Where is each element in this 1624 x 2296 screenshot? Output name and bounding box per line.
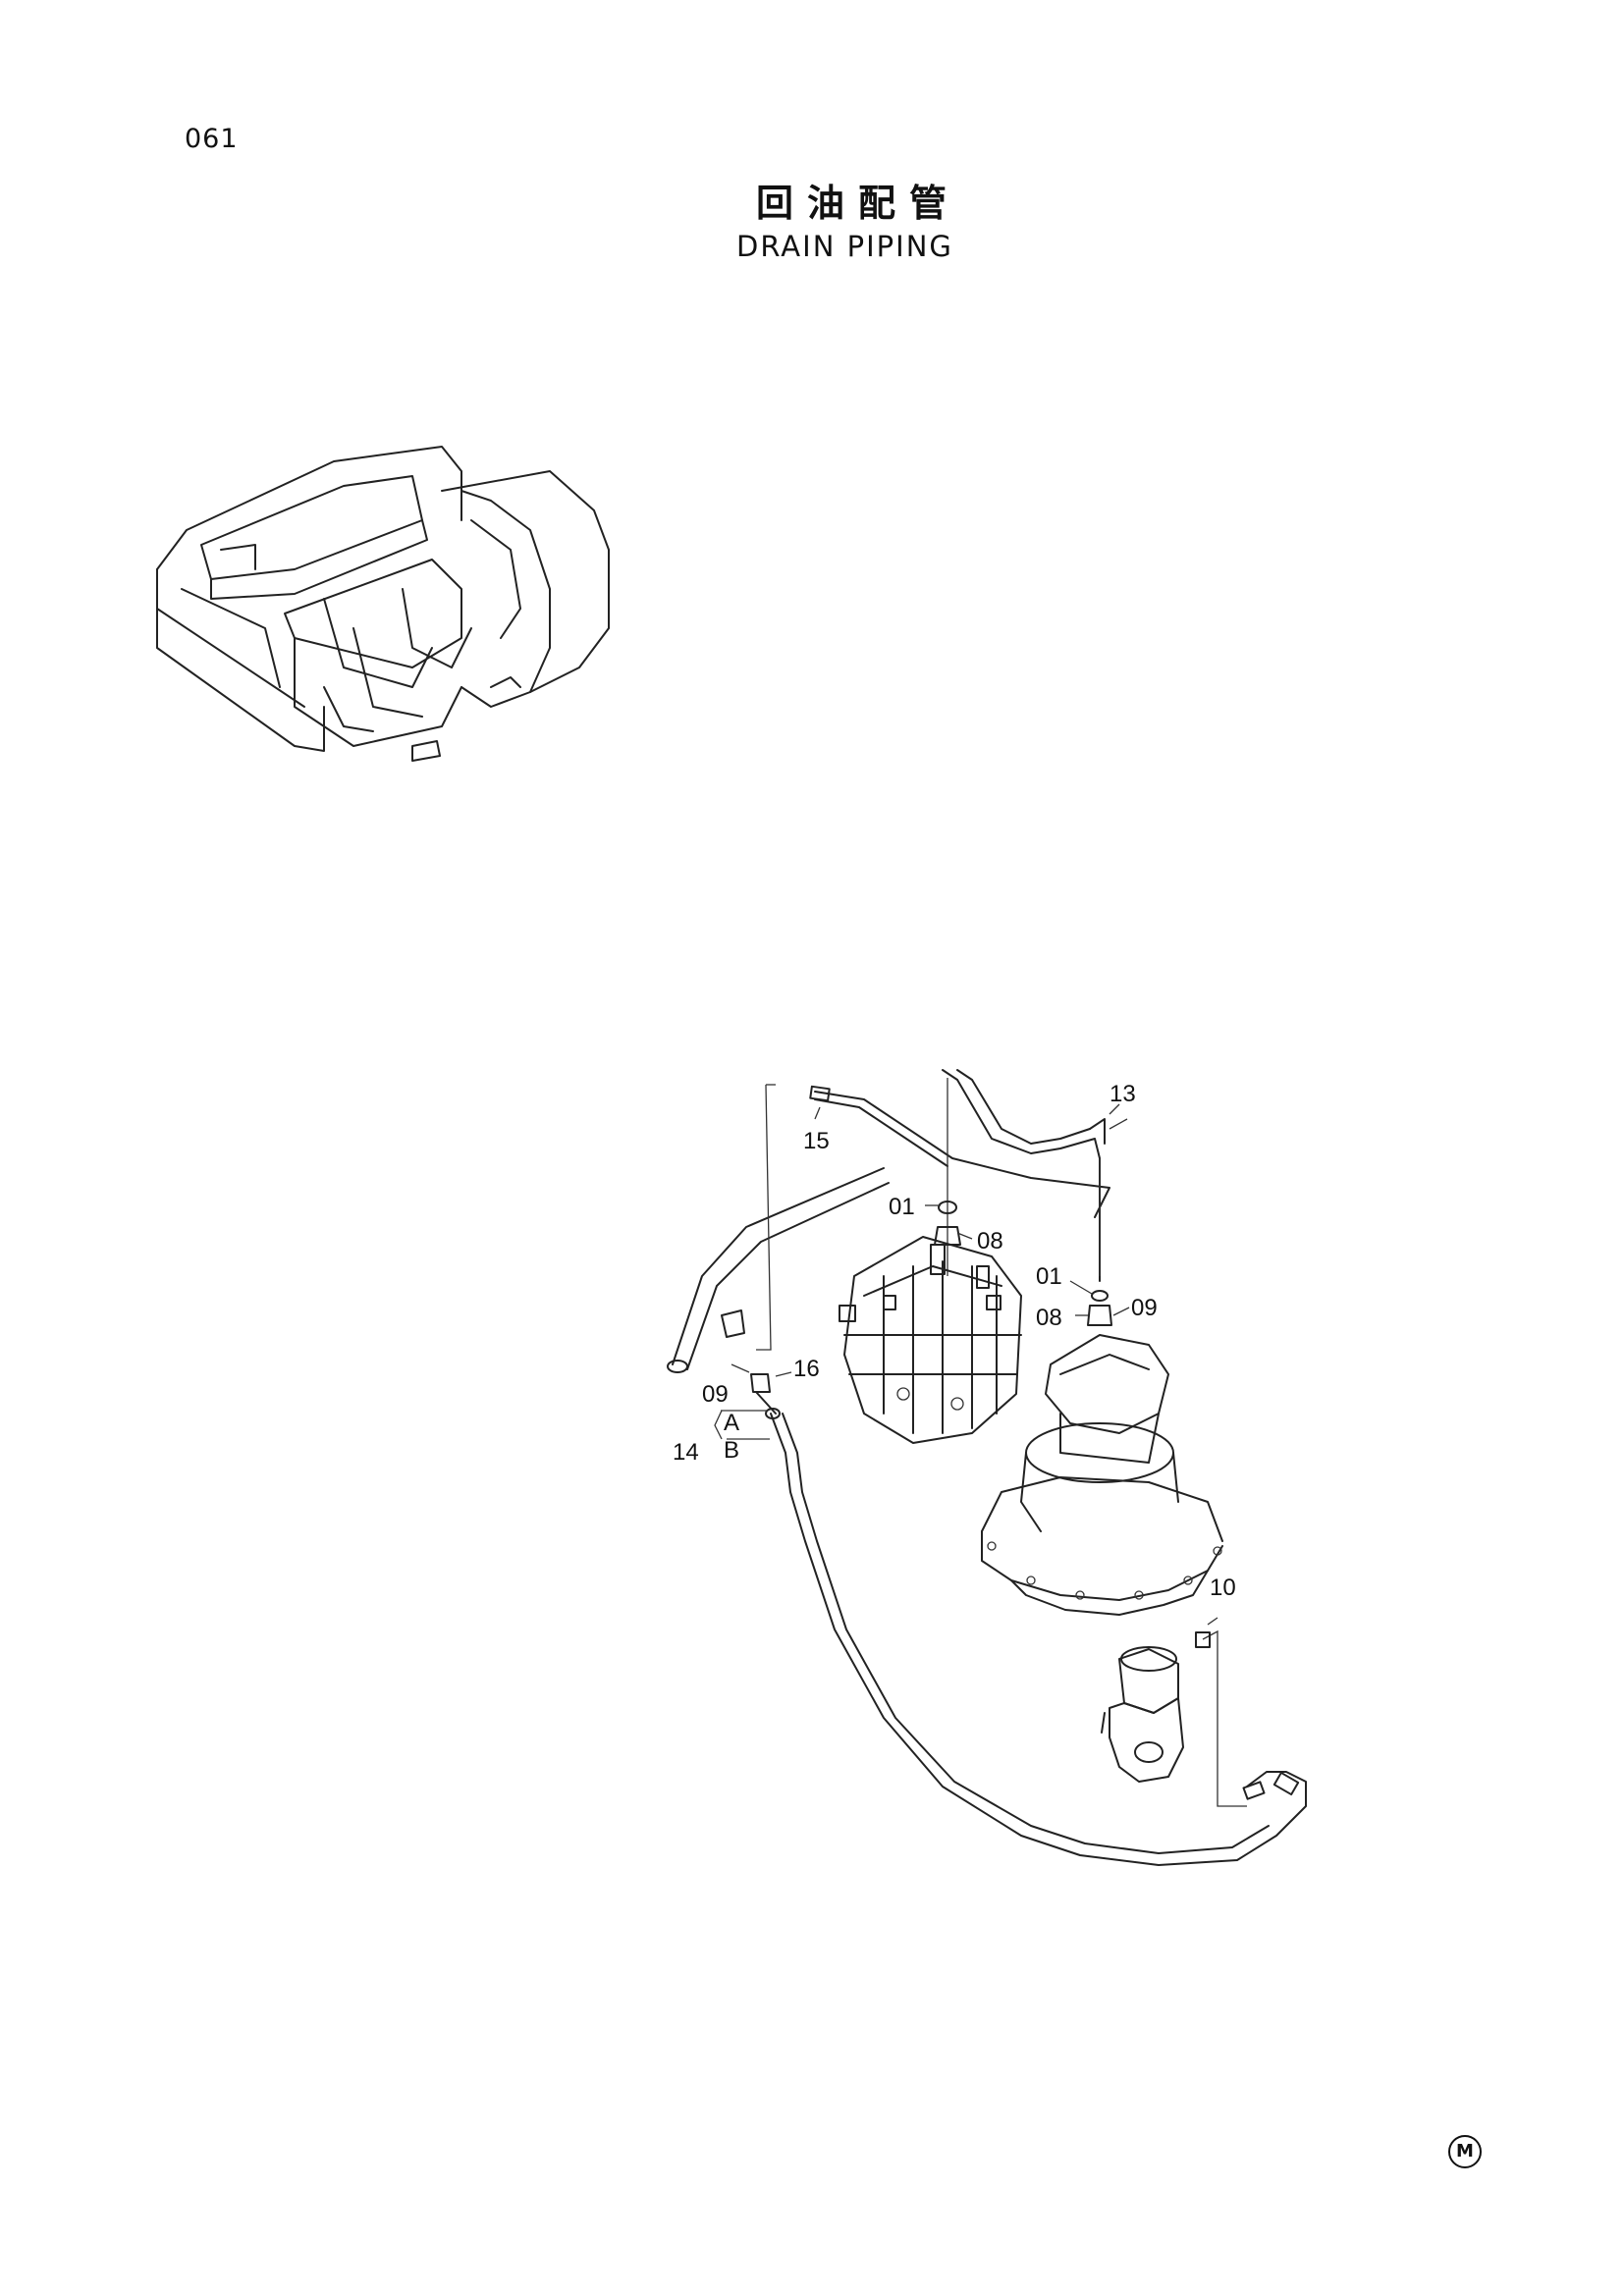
callout-15: 15 bbox=[803, 1128, 830, 1154]
callout-09-left: 09 bbox=[702, 1381, 729, 1408]
drain-piping-drawing bbox=[667, 1069, 1307, 1866]
callout-01-upper: 01 bbox=[889, 1194, 915, 1220]
callout-10: 10 bbox=[1210, 1575, 1236, 1601]
callout-16: 16 bbox=[793, 1356, 820, 1382]
callout-08-upper: 08 bbox=[977, 1228, 1003, 1255]
callout-01-lower: 01 bbox=[1036, 1263, 1062, 1290]
callout-09-right: 09 bbox=[1131, 1295, 1158, 1321]
callout-14-B: B bbox=[724, 1437, 739, 1464]
callout-14-A: A bbox=[724, 1410, 739, 1436]
title-english: DRAIN PIPING bbox=[736, 230, 953, 263]
manual-mark-symbol: M bbox=[1448, 2135, 1482, 2168]
callout-08-lower: 08 bbox=[1036, 1305, 1062, 1331]
callout-14: 14 bbox=[673, 1439, 699, 1466]
machine-overview-drawing bbox=[156, 446, 610, 762]
callout-13: 13 bbox=[1110, 1081, 1136, 1107]
title-chinese: 回油配管 bbox=[756, 182, 961, 225]
page-number: 061 bbox=[185, 124, 239, 154]
callout-labels: 01 08 01 08 09 09 16 A B 14 15 13 10 bbox=[673, 1081, 1236, 1601]
